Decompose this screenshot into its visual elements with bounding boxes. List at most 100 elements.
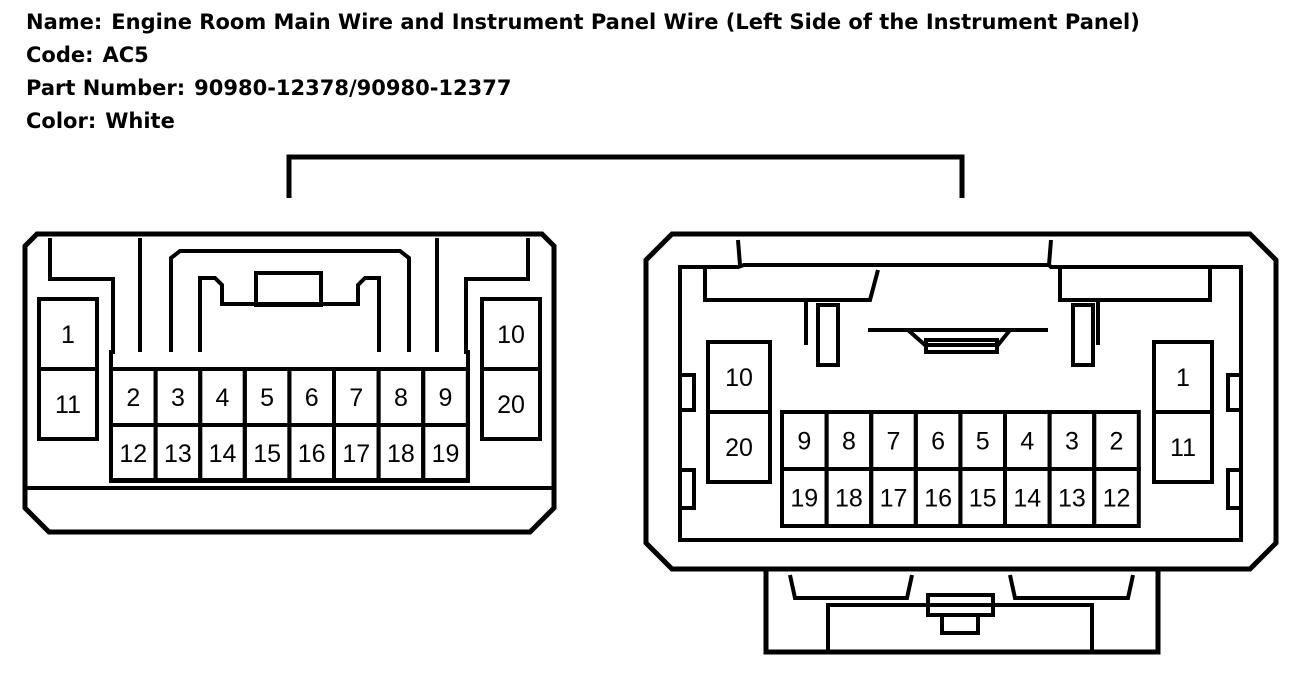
right-cavity-number: 3 [1065, 428, 1079, 456]
right-connector-side-notches [680, 373, 1241, 510]
right-cavity-number: 18 [835, 485, 863, 513]
left-cavity: 20 [480, 367, 542, 441]
right-cavity: 2 [1092, 410, 1141, 471]
left-cavity-number: 9 [439, 384, 453, 412]
left-cavity-number: 1 [61, 321, 75, 349]
left-cavity-number: 4 [216, 384, 230, 412]
left-cavity: 5 [242, 367, 292, 427]
left-cavity-number: 6 [305, 384, 319, 412]
right-connector-left-guide [816, 303, 840, 367]
right-cavity-number: 2 [1110, 428, 1124, 456]
color-value: White [105, 109, 175, 133]
right-cavity-number: 14 [1013, 485, 1041, 513]
right-cavity: 20 [706, 410, 772, 484]
left-cavity-number: 5 [260, 384, 274, 412]
right-cavity: 4 [1003, 410, 1052, 471]
right-cavity-number: 7 [887, 428, 901, 456]
left-cavity-number: 7 [349, 384, 363, 412]
left-cavity-number: 17 [342, 440, 370, 468]
right-cavity: 5 [958, 410, 1008, 471]
right-cavity: 15 [958, 467, 1008, 528]
left-cavity-number: 10 [497, 321, 525, 349]
right-cavity-box [706, 410, 772, 484]
right-cavity-number: 19 [790, 485, 818, 513]
left-cavity-number: 3 [171, 384, 185, 412]
part-number-line: Part Number: 90980-12378/90980-12377 [26, 72, 1140, 105]
left-cavity: 1 [37, 297, 99, 371]
right-cavity: 10 [706, 340, 772, 414]
right-connector-inner-outline [678, 263, 1243, 542]
right-cavity-number: 4 [1020, 428, 1034, 456]
left-cavity-number: 2 [126, 384, 140, 412]
left-cavity: 4 [198, 367, 247, 427]
right-cavity: 1 [1152, 340, 1214, 414]
left-cavity-number: 13 [164, 440, 192, 468]
left-cavity: 2 [109, 367, 158, 427]
right-cavity-number: 17 [880, 485, 908, 513]
mating-bracket [286, 154, 965, 198]
right-cavity-number: 20 [725, 434, 753, 462]
right-cavity-number: 11 [1170, 434, 1196, 462]
right-cavity-number: 10 [725, 364, 753, 392]
left-cavity: 7 [332, 367, 381, 427]
name-value: Engine Room Main Wire and Instrument Pan… [111, 10, 1140, 34]
left-connector-lock-inner [198, 276, 381, 352]
right-connector-outline [643, 231, 1279, 572]
right-cavity-number: 1 [1176, 364, 1190, 392]
right-cavity: 7 [869, 410, 918, 471]
left-cavity: 8 [376, 367, 426, 427]
right-cavity: 9 [780, 410, 829, 471]
code-label: Code: [26, 43, 94, 67]
right-cavity-box [1092, 467, 1141, 528]
right-cavity: 13 [1047, 467, 1097, 528]
right-cavity: 18 [824, 467, 874, 528]
left-cavity-number: 18 [387, 440, 415, 468]
left-cavity: 18 [376, 423, 426, 483]
left-cavity: 11 [37, 367, 99, 441]
left-cavity-number: 19 [432, 440, 460, 468]
left-cavity-number: 20 [497, 391, 525, 419]
left-cavity: 6 [287, 367, 336, 427]
name-line: Name:Engine Room Main Wire and Instrumen… [26, 6, 1140, 39]
part-number-label: Part Number: [26, 76, 186, 100]
left-cavity: 19 [421, 423, 470, 483]
color-label: Color: [26, 109, 97, 133]
right-cavity: 14 [1003, 467, 1052, 528]
left-cavity: 10 [480, 297, 542, 371]
right-cavity-number: 13 [1058, 485, 1086, 513]
left-cavity-number: 12 [119, 440, 147, 468]
left-connector-outline [22, 231, 557, 535]
left-cavity-number: 8 [394, 384, 408, 412]
left-cavity: 16 [287, 423, 336, 483]
left-cavity: 12 [109, 423, 158, 483]
left-connector-lock-tab [254, 271, 323, 307]
left-cavity: 9 [421, 367, 470, 427]
right-cavity: 3 [1047, 410, 1097, 471]
left-cavity-box [480, 367, 542, 441]
right-cavity: 8 [824, 410, 874, 471]
right-cavity-number: 8 [842, 428, 856, 456]
right-cavity: 12 [1092, 467, 1141, 528]
left-cavity: 17 [332, 423, 381, 483]
left-cavity-number: 16 [298, 440, 326, 468]
right-cavity-number: 6 [931, 428, 945, 456]
left-cavity-box [37, 367, 99, 441]
left-cavity: 13 [153, 423, 203, 483]
color-line: Color: White [26, 105, 1140, 138]
right-connector-right-guide [1071, 303, 1095, 367]
left-connector-lock-arch [169, 249, 411, 352]
right-cavity-box [1152, 410, 1214, 484]
right-connector-top-edge [736, 239, 1053, 266]
right-cavity: 17 [869, 467, 918, 528]
left-cavity-number: 14 [209, 440, 237, 468]
right-cavity: 16 [913, 467, 963, 528]
right-connector-latch-tab [926, 593, 995, 635]
right-cavity: 11 [1152, 410, 1214, 484]
part-number-value: 90980-12378/90980-12377 [194, 76, 512, 100]
right-connector-latch-base [763, 569, 1161, 655]
left-cavity: 14 [198, 423, 247, 483]
